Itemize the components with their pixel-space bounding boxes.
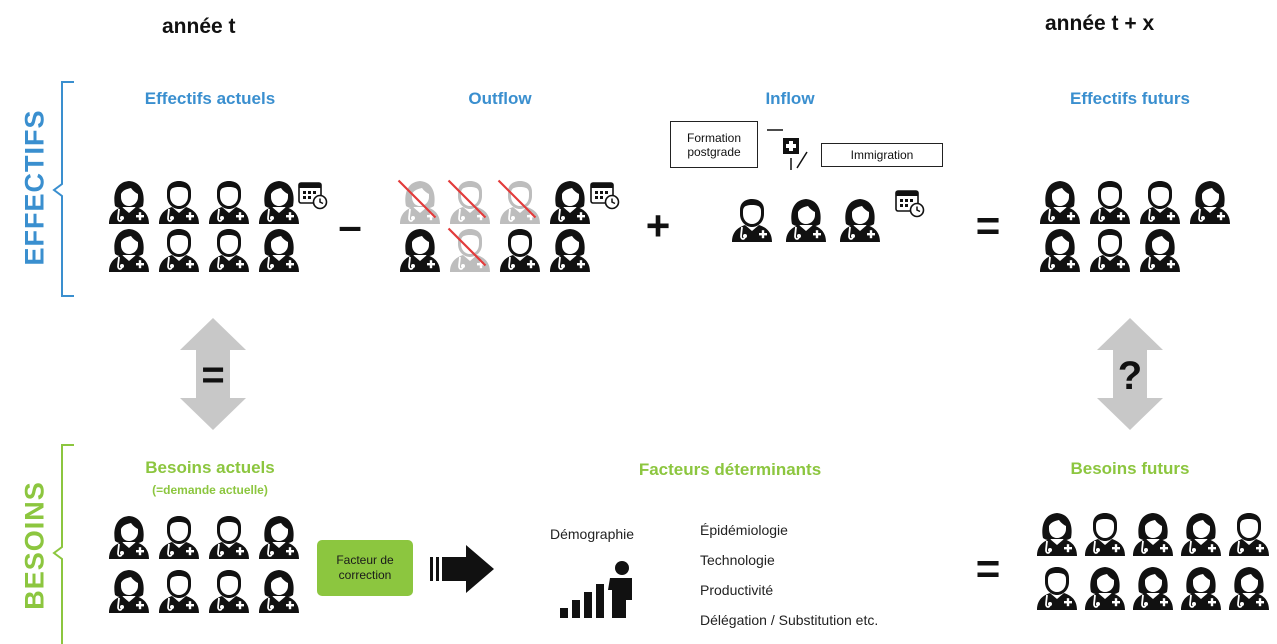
doctor-icon [1035, 566, 1079, 610]
calendar-clock-icon [298, 180, 328, 210]
doctor-icon [157, 569, 201, 613]
doctor-icon [1138, 180, 1182, 224]
doctor-icon [1179, 566, 1223, 610]
doctor-icon [1083, 512, 1127, 556]
doctor-icon [548, 180, 592, 224]
doctor-icon [1038, 228, 1082, 272]
doctor-icon [1188, 180, 1232, 224]
doctor-icon [107, 228, 151, 272]
doctor-icon [1088, 180, 1132, 224]
year-future: année t + x [1045, 12, 1155, 35]
doctor-icon [107, 515, 151, 559]
doctor-icon [1088, 228, 1132, 272]
doctor-icon [157, 228, 201, 272]
side-label-besoins: BESOINS [19, 481, 50, 610]
doctor-icon [1138, 228, 1182, 272]
doctor-icon [207, 515, 251, 559]
doctor-icon [207, 228, 251, 272]
link-equals-left: = [201, 353, 225, 397]
factor-productivite: Productivité [700, 582, 774, 598]
operator-equals-bottom: = [975, 545, 1001, 592]
title-effectifs-futurs: Effectifs futurs [1070, 89, 1190, 108]
title-outflow: Outflow [468, 89, 532, 108]
side-label-effectifs: EFFECTIFS [19, 109, 50, 266]
doctor-icon [207, 569, 251, 613]
doctor-icon [257, 228, 301, 272]
source-formation-postgrade: Formation postgrade [670, 121, 758, 168]
doctor-icon [1227, 566, 1271, 610]
doctor-icon [157, 180, 201, 224]
doctor-icon [1131, 566, 1175, 610]
doctor-icon [257, 515, 301, 559]
bar-chart-person-icon [560, 561, 632, 618]
doctor-icon [157, 515, 201, 559]
doctor-icon [447, 227, 492, 272]
doctor-icon [1038, 180, 1082, 224]
doctor-icon [784, 198, 828, 242]
doctor-icon [257, 569, 301, 613]
doctor-icon [1179, 512, 1223, 556]
factor-delegation: Délégation / Substitution etc. [700, 612, 879, 628]
doctor-icon [1083, 566, 1127, 610]
right-arrow-icon [430, 545, 494, 593]
facteur-correction-box: Facteur de correction [317, 540, 413, 596]
double-arrow-left [180, 318, 246, 430]
calendar-clock-icon [590, 180, 620, 210]
operator-equals-top: = [975, 202, 1001, 249]
subtitle-besoins-actuels: (=demande actuelle) [152, 483, 268, 497]
bracket-effectifs [52, 81, 74, 297]
operator-plus: + [645, 202, 671, 249]
doctor-icon [207, 180, 251, 224]
calendar-clock-icon [895, 188, 925, 218]
doctor-icon [497, 179, 542, 224]
hospital-cross-icon [767, 129, 808, 170]
title-effectifs-actuels: Effectifs actuels [144, 89, 276, 108]
bracket-besoins [52, 444, 74, 644]
doctor-icon [257, 180, 301, 224]
doctor-icon [1227, 512, 1271, 556]
source-immigration: Immigration [821, 143, 943, 167]
operator-minus: – [338, 202, 362, 249]
doctor-icon [107, 569, 151, 613]
factor-technologie: Technologie [700, 552, 775, 568]
year-current: année t [162, 15, 236, 38]
doctors-effectifs-actuels [107, 180, 301, 272]
title-inflow: Inflow [765, 89, 815, 108]
doctor-icon [398, 228, 442, 272]
factor-epidemiologie: Épidémiologie [700, 522, 788, 538]
link-question-right: ? [1117, 354, 1143, 398]
doctor-icon [838, 198, 882, 242]
doctor-icon [107, 180, 151, 224]
doctors-inflow [730, 198, 882, 242]
title-besoins-futurs: Besoins futurs [1070, 459, 1190, 478]
doctor-icon [1035, 512, 1079, 556]
doctor-icon [730, 198, 774, 242]
doctors-outflow [397, 179, 592, 272]
doctor-icon [498, 228, 542, 272]
double-arrow-right [1097, 318, 1163, 430]
doctors-besoins-futurs [1035, 512, 1271, 610]
title-besoins-actuels: Besoins actuels [145, 458, 275, 477]
title-facteurs-determinants: Facteurs déterminants [638, 460, 822, 479]
doctor-icon [548, 228, 592, 272]
doctors-effectifs-futurs [1038, 180, 1232, 272]
factor-demographie: Démographie [550, 526, 635, 542]
doctors-besoins-actuels [107, 515, 301, 613]
doctor-icon [1131, 512, 1175, 556]
doctor-icon [397, 179, 442, 224]
doctor-icon [447, 179, 492, 224]
